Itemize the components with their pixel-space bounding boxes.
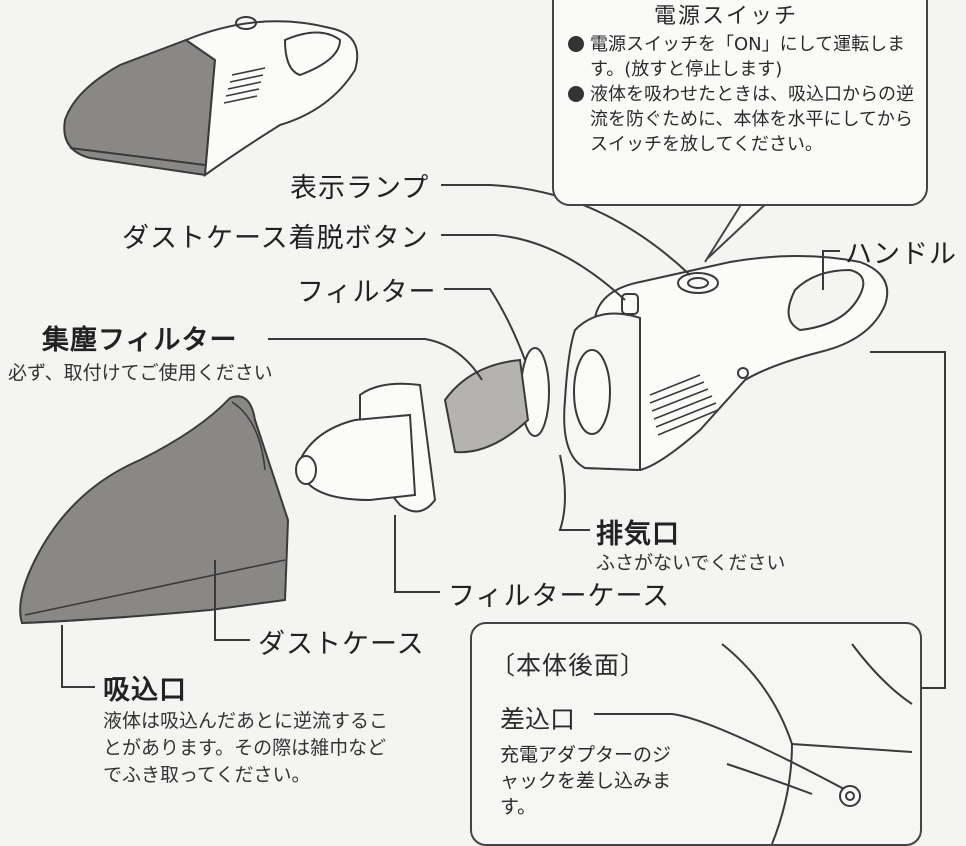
note-charging-inlet: 充電アダプターのジャックを差し込みます。 [500,744,672,818]
overview-vacuum-illustration [63,16,359,178]
filter-case-illustration [295,382,437,513]
label-suction-port: 吸込口 [103,675,187,706]
diagram-drawing [19,16,946,689]
label-dust-case-release-button: ダストケース着脱ボタン [122,223,429,254]
leader-lines [61,184,946,689]
rear-view-drawing [594,643,913,844]
note-dust-filter: 必ず、取付けてご使用ください [8,362,273,384]
label-handle: ハンドル [845,239,957,270]
main-body-illustration [563,255,889,472]
note-exhaust: ふさがないでください [596,552,786,574]
rear-view-panel: 〔本体後面〕 差込口 充電アダプターのジャックを差し込みます。 [470,622,922,846]
dust-filter-illustration [443,347,550,454]
bullet-icon [568,86,584,102]
label-filter-case: フィルターケース [448,581,671,612]
note-suction-port: 液体は吸込んだあとに逆流することがあります。その際は雑巾などでふき取ってください… [103,710,389,786]
label-charging-inlet: 差込口 [500,705,576,734]
rear-title: 〔本体後面〕 [490,651,647,680]
label-dust-filter: 集塵フィルター [42,325,238,356]
power-switch-callout: 電源スイッチ 電源スイッチを「ON」にして運転します。(放すと停止します) 液体… [552,0,928,206]
label-dust-case: ダストケース [258,629,425,660]
callout-title: 電源スイッチ [654,4,799,29]
dust-case-illustration [19,395,290,625]
callout-item: 電源スイッチを「ON」にして運転します。(放すと停止します) [568,32,918,82]
bullet-icon [568,36,584,52]
label-filter: フィルター [297,277,437,308]
callout-item: 液体を吸わせたときは、吸込口からの逆流を防ぐために、本体を水平にしてからスイッチ… [568,82,918,157]
bubble-tail [704,198,771,263]
label-exhaust: 排気口 [596,519,680,550]
callout-list: 電源スイッチを「ON」にして運転します。(放すと停止します) 液体を吸わせたとき… [568,32,918,157]
label-indicator-lamp: 表示ランプ [290,173,430,204]
